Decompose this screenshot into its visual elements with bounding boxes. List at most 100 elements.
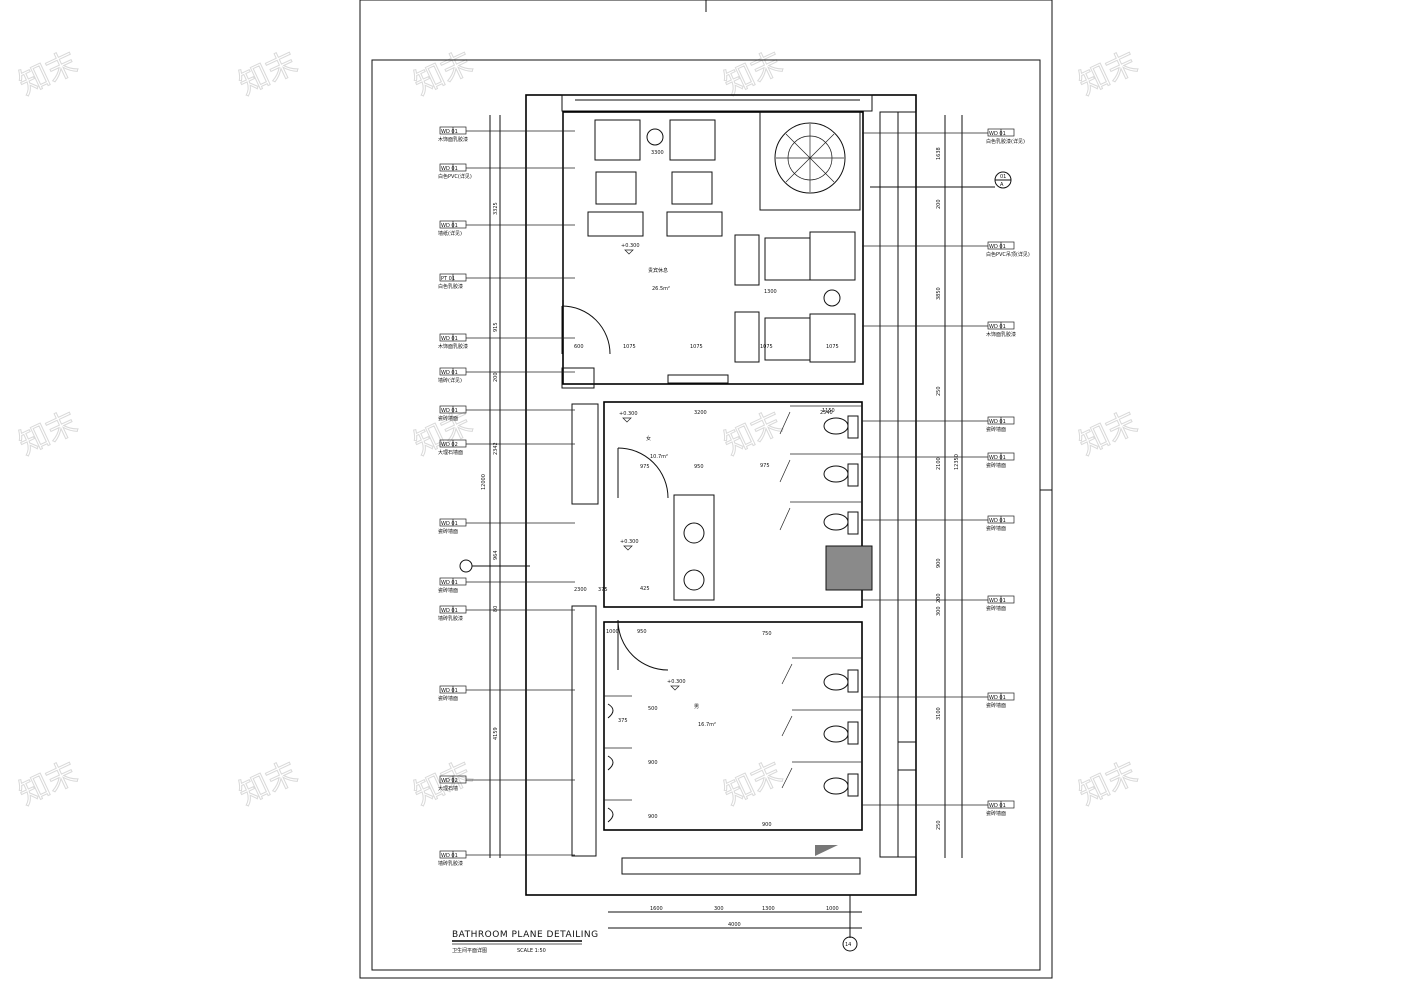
tag-code: WD 01: [989, 324, 1006, 330]
watermark-text: 知末: [1074, 755, 1143, 812]
urinal-icon: [607, 807, 614, 823]
side-table-2: [734, 311, 760, 363]
watermark-text: 知末: [719, 45, 788, 102]
dim-label: 3200: [694, 410, 707, 416]
toilet-stall: [781, 657, 862, 693]
inner-frame: [371, 59, 1041, 971]
dim-label: 500: [648, 706, 658, 712]
dim-label: 2100: [936, 457, 942, 470]
urinal: [604, 799, 632, 823]
left-grid-bubble: [459, 559, 530, 573]
toilet-stall: [779, 501, 862, 535]
top-wall-band: [561, 94, 873, 112]
side-lamp-2-icon: [823, 289, 841, 307]
tag-label: 白色乳胶漆(详见): [986, 138, 1025, 145]
dim-label: 250: [936, 386, 942, 396]
dim-label: 2300: [574, 587, 587, 593]
tag-label: 瓷砖墙面: [986, 702, 1006, 709]
tag-label: 瓷砖墙面: [438, 587, 458, 594]
vip-door-swing: [561, 305, 611, 355]
armchair-3: [764, 317, 811, 361]
tag-label: 瓷砖墙面: [986, 605, 1006, 612]
ottoman-1: [595, 171, 637, 205]
tag-label: 木饰面乳胶漆: [438, 136, 468, 143]
floor-drain-mark: [815, 845, 838, 856]
bottom-grid-bubble: 14: [842, 895, 858, 952]
tag-label: 瓷砖墙面: [986, 525, 1006, 532]
dim-label: 3100: [936, 707, 942, 720]
dim-label: 375: [598, 587, 608, 593]
room-elev: +0.300: [621, 243, 640, 249]
toilet-icon: [823, 465, 849, 483]
room-elev: +0.300: [619, 411, 638, 417]
tag-label: 大理石墙面: [438, 449, 463, 456]
corridor-wall-2: [571, 605, 597, 857]
watermark-text: 知末: [234, 755, 303, 812]
dim-label: 4000: [728, 922, 741, 928]
dim-label: 80: [493, 606, 499, 612]
ottoman-2: [671, 171, 713, 205]
tag-code: WD 01: [441, 521, 458, 527]
watermark-text: 知末: [234, 45, 303, 102]
bottom-window: [621, 857, 861, 875]
tag-label: 瓷砖墙面: [438, 415, 458, 422]
tag-code: PT 01: [441, 276, 455, 282]
dim-label: 1600: [650, 906, 663, 912]
dim-label: 3850: [936, 287, 942, 300]
watermark-text: 知末: [719, 405, 788, 462]
dim-label: 1075: [690, 344, 703, 350]
womens-door-swing: [617, 447, 669, 499]
outer-frame: [359, 0, 1053, 979]
dim-label: 250: [936, 820, 942, 830]
tag-label: 木饰面乳胶漆: [986, 331, 1016, 338]
armchair-4: [809, 313, 856, 363]
tag-code: WD 01: [441, 608, 458, 614]
armchair-2: [809, 231, 856, 281]
coffee-table-2: [666, 211, 723, 237]
room-area: 26.5m²: [652, 286, 670, 292]
watermark-text: 知末: [14, 45, 83, 102]
mens-stalls: [781, 657, 862, 797]
room-name: 男: [694, 704, 699, 710]
urinal-icon: [607, 703, 614, 719]
tag-code: WD 01: [441, 853, 458, 859]
dim-label: 964: [493, 550, 499, 560]
tag-code: WD 01: [441, 370, 458, 376]
dim-label: 200: [936, 199, 942, 209]
watermark-text: 知末: [1074, 405, 1143, 462]
tag-code: WD 01: [441, 408, 458, 414]
room-labels: 贵宾休息26.5m²+0.300女10.7m²+0.300男16.7m²+0.3…: [619, 243, 716, 728]
tag-label: 白色乳胶漆: [438, 283, 463, 290]
section-mark-id: 01: [1000, 174, 1006, 180]
room-elev: +0.300: [667, 679, 686, 685]
room-area: 10.7m²: [650, 454, 668, 460]
toilet-stall: [781, 761, 862, 797]
drawing-scale: SCALE 1:50: [517, 948, 546, 954]
toilet-stall: [779, 453, 862, 487]
tag-label: 木饰面乳胶漆: [438, 343, 468, 350]
dim-label: 975: [760, 463, 770, 469]
tag-label: 瓷砖墙面: [986, 426, 1006, 433]
dim-label: 1300: [762, 906, 775, 912]
grid-bubble-label: 14: [845, 942, 851, 948]
